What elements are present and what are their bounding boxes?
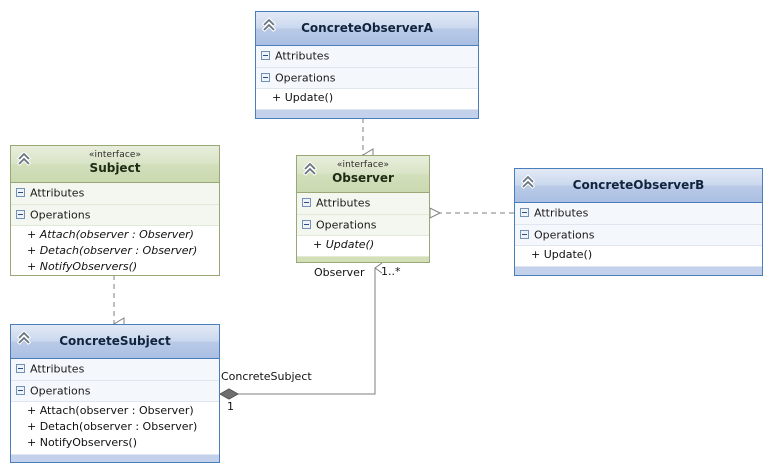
operations-compartment[interactable]: Operations [256,67,478,89]
association-role-label-concrete-subject: ConcreteSubject [221,370,312,383]
collapse-minus-icon[interactable] [261,72,270,82]
class-header: ConcreteObserverA [256,12,478,46]
attributes-label: Attributes [30,362,85,376]
attributes-compartment[interactable]: Attributes [297,193,429,215]
operations-compartment[interactable]: Operations [11,204,219,226]
attributes-label: Attributes [30,186,85,200]
double-chevron-up-icon [261,17,277,32]
class-header: ConcreteObserverB [515,169,762,203]
class-name: Observer [332,171,394,185]
operations-compartment[interactable]: Operations [297,214,429,236]
collapse-minus-icon[interactable] [302,198,311,207]
class-name: Subject [89,161,141,175]
collapse-minus-icon[interactable] [16,385,25,395]
operation-item: + Detach(observer : Observer) [27,420,198,433]
operations-compartment[interactable]: Operations [515,224,762,246]
attributes-compartment[interactable]: Attributes [256,46,478,68]
attributes-label: Attributes [534,206,589,220]
class-header: «interface» Observer [297,156,429,193]
class-box-concrete-subject[interactable]: ConcreteSubject Attributes Operations + … [10,324,220,463]
association-multiplicity-label-concrete-subject: 1 [227,400,234,413]
collapse-minus-icon[interactable] [16,188,25,197]
operations-label: Operations [534,228,595,241]
class-box-subject[interactable]: «interface» Subject Attributes Operation… [10,145,220,276]
operations-compartment[interactable]: Operations [11,380,219,402]
class-footer [256,109,478,118]
operation-item: + Attach(observer : Observer) [27,404,194,417]
operations-list: + Update() [297,236,429,256]
class-box-observer[interactable]: «interface» Observer Attributes Operatio… [296,155,430,263]
operation-item: + Update() [272,91,334,104]
attributes-label: Attributes [316,196,371,210]
class-box-concrete-observer-b[interactable]: ConcreteObserverB Attributes Operations … [514,168,763,276]
class-name: ConcreteSubject [59,334,171,348]
operation-item: + NotifyObservers() [27,436,138,449]
class-footer [515,266,762,275]
double-chevron-up-icon [520,174,536,189]
class-footer [11,454,219,462]
collapse-minus-icon[interactable] [302,219,311,229]
operations-label: Operations [316,218,377,231]
operations-list: + Update() [515,246,762,266]
attributes-compartment[interactable]: Attributes [11,183,219,205]
double-chevron-up-icon [16,151,32,166]
operations-list: + Attach(observer : Observer) + Detach(o… [11,402,219,454]
operations-label: Operations [30,208,91,221]
collapse-minus-icon[interactable] [16,209,25,219]
class-stereotype: «interface» [336,160,390,170]
class-name: ConcreteObserverA [301,21,433,35]
class-box-concrete-observer-a[interactable]: ConcreteObserverA Attributes Operations … [255,11,479,119]
operation-item: + Update() [313,238,375,251]
association-role-label-observer: Observer [314,266,365,279]
operation-item: + Detach(observer : Observer) [27,244,198,257]
operation-item: + Update() [531,248,593,261]
class-header: ConcreteSubject [11,325,219,359]
attributes-compartment[interactable]: Attributes [11,359,219,381]
class-name: ConcreteObserverB [572,178,705,192]
collapse-minus-icon[interactable] [261,51,270,60]
collapse-minus-icon[interactable] [520,208,529,217]
operation-item: + Attach(observer : Observer) [27,228,194,241]
association-multiplicity-label-observer: 1..* [381,265,401,278]
collapse-minus-icon[interactable] [16,364,25,373]
collapse-minus-icon[interactable] [520,229,529,239]
attributes-compartment[interactable]: Attributes [515,203,762,225]
operations-label: Operations [275,71,336,84]
operation-item: + NotifyObservers() [27,260,138,273]
attributes-label: Attributes [275,49,330,63]
operations-label: Operations [30,384,91,397]
class-footer [297,256,429,262]
class-header: «interface» Subject [11,146,219,183]
operations-list: + Update() [256,89,478,109]
double-chevron-up-icon [16,330,32,345]
double-chevron-up-icon [302,161,318,176]
operations-list: + Attach(observer : Observer) + Detach(o… [11,226,219,275]
class-stereotype: «interface» [88,150,142,160]
